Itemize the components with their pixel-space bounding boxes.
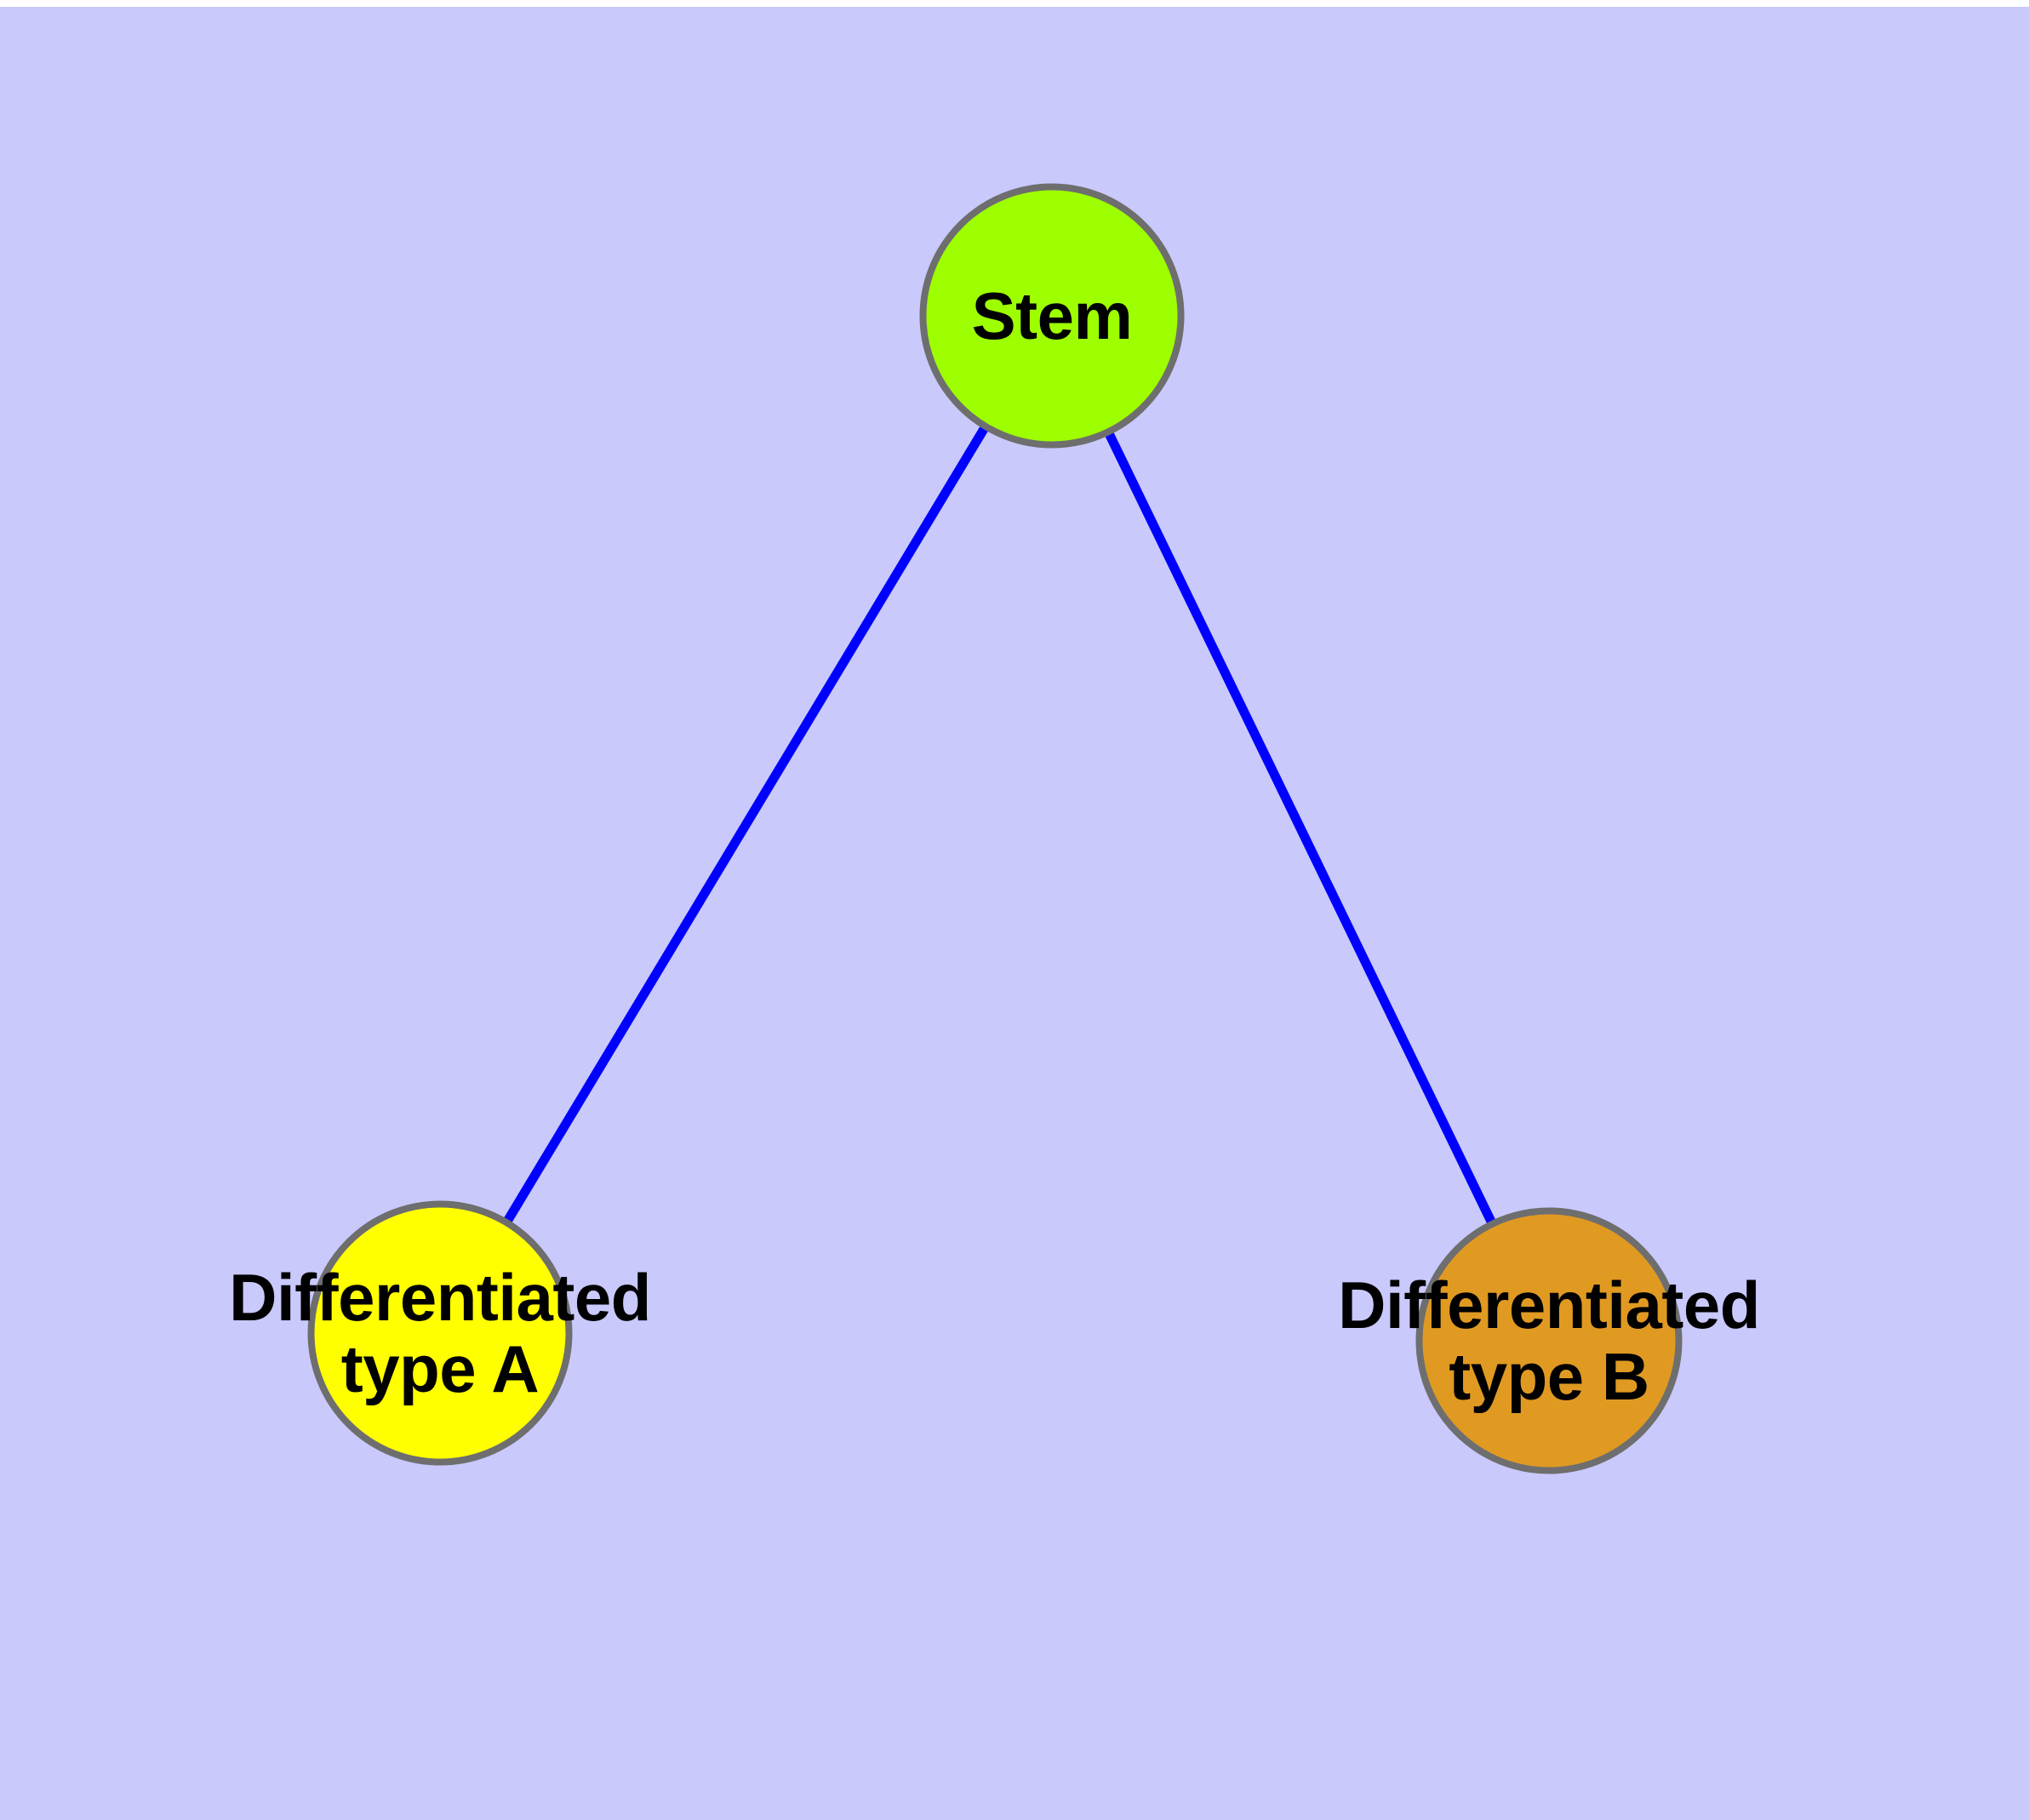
edge-stem-to-type-a (502, 423, 990, 1226)
node-stem[interactable] (919, 183, 1185, 449)
node-differentiated-type-a[interactable] (307, 1200, 573, 1466)
node-differentiated-type-b[interactable] (1415, 1207, 1683, 1474)
node-layer (307, 183, 1683, 1474)
edge-stem-to-type-b (1104, 429, 1497, 1227)
edge-layer (502, 423, 1497, 1227)
